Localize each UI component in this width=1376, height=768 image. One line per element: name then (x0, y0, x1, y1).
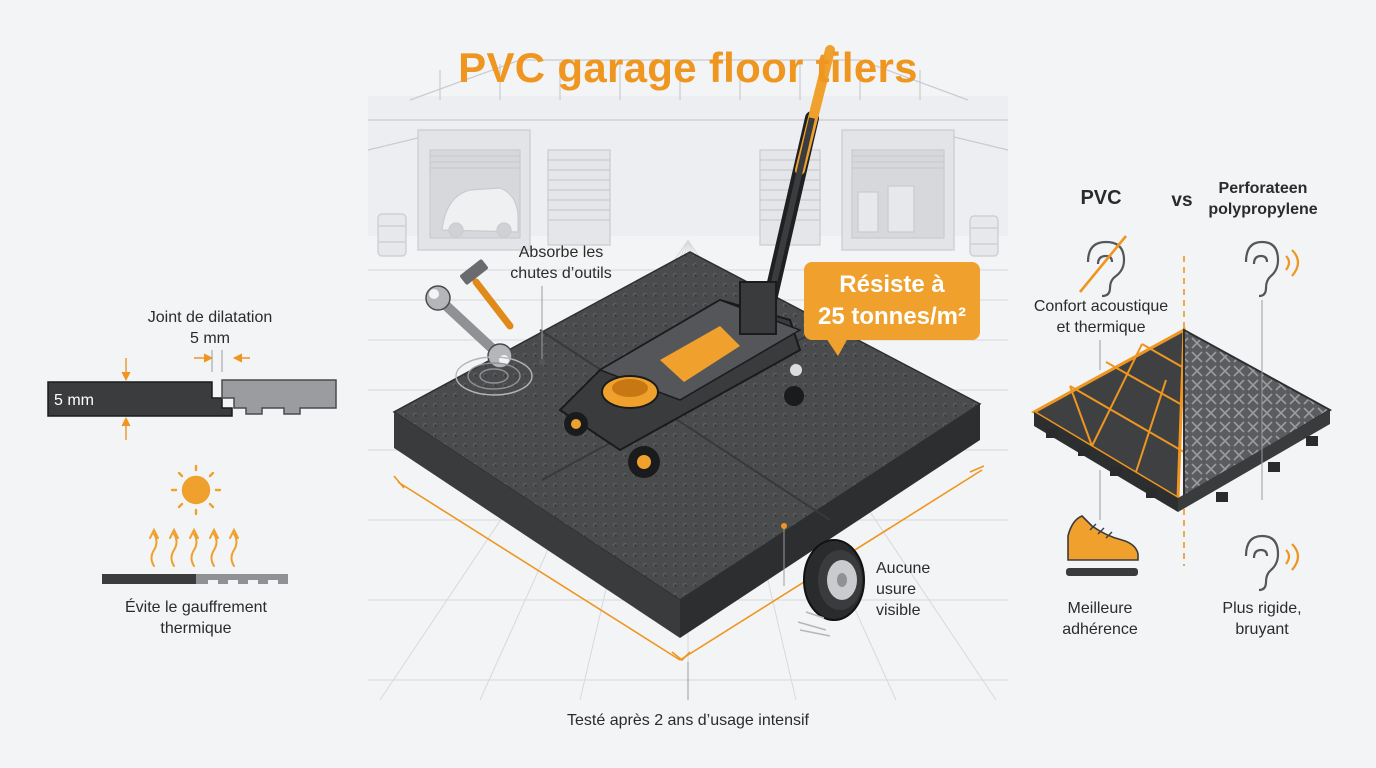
tools-absorb-label: Absorbe les chutes d’outils (496, 242, 626, 284)
col-other-line-2: polypropylene (1208, 201, 1318, 218)
grip-label: Meilleure adhérence (1040, 598, 1160, 640)
rigid-label-line-1: Plus rigide, (1222, 600, 1302, 617)
grip-label-line-2: adhérence (1062, 621, 1138, 638)
ear-sound-icon-bottom (1244, 534, 1300, 592)
badge-pointer (826, 338, 848, 356)
grip-label-line-1: Meilleure (1067, 600, 1133, 617)
hammer-icon (460, 259, 514, 330)
tested-label: Testé après 2 ans d’usage intensif (567, 712, 809, 729)
joint-gap-value: 5 mm (190, 330, 230, 347)
impact-ripples (455, 356, 533, 396)
heat-waves-icon (149, 527, 239, 567)
thin-tile-profile (102, 574, 288, 584)
thermal-label-line-1: Évite le gauffrement (124, 599, 267, 616)
load-capacity-badge: Résiste à 25 tonnes/m² (804, 262, 980, 340)
vs-label: vs (1171, 190, 1193, 211)
wear-leader-dot (781, 523, 787, 529)
col-other-line-1: Perforateen (1218, 180, 1308, 197)
wear-label-line-3: visible (876, 602, 921, 619)
comparison-leader-lines (1099, 300, 1263, 520)
rigid-noisy-label: Plus rigide, bruyant (1200, 598, 1324, 640)
thermal-label-line-2: thermique (160, 620, 232, 637)
floor-jack-icon (558, 45, 835, 478)
ear-sound-icon (1244, 240, 1300, 298)
col-header-polypropylene: Perforateen polypropylene (1196, 178, 1330, 220)
shoe-icon (1066, 515, 1139, 576)
acoustic-label-line-2: et thermique (1056, 319, 1146, 336)
ear-crossed-icon (1078, 235, 1128, 298)
acoustic-comfort-label: Confort acoustique et thermique (1024, 296, 1178, 338)
joint-title: Joint de dilatation 5 mm (110, 307, 310, 349)
tools-label-line-2: chutes d’outils (510, 265, 612, 282)
wear-label-line-1: Aucune (876, 560, 931, 577)
wear-label-line-2: usure (876, 581, 917, 598)
wrench-icon (425, 285, 513, 369)
page-title: PVC garage floor tilers (458, 44, 918, 91)
tile-thickness-value: 5 mm (54, 392, 94, 409)
badge-line-2: 25 tonnes/m² (817, 303, 967, 330)
comparison-tile (1030, 327, 1333, 512)
tools-label-line-1: Absorbe les (518, 244, 604, 261)
tire-icon (797, 539, 865, 637)
tools-leader-dot (539, 359, 545, 365)
acoustic-label-line-1: Confort acoustique (1033, 298, 1169, 315)
no-wear-label: Aucune usure visible (876, 558, 956, 621)
thermal-label: Évite le gauffrement thermique (86, 597, 306, 639)
joint-diagram (47, 350, 337, 440)
sun-icon (170, 464, 222, 516)
col-header-pvc: PVC (1080, 187, 1122, 209)
joint-title-text: Joint de dilatation (147, 309, 273, 326)
badge-line-1: Résiste à (839, 271, 945, 298)
rigid-label-line-2: bruyant (1235, 621, 1289, 638)
